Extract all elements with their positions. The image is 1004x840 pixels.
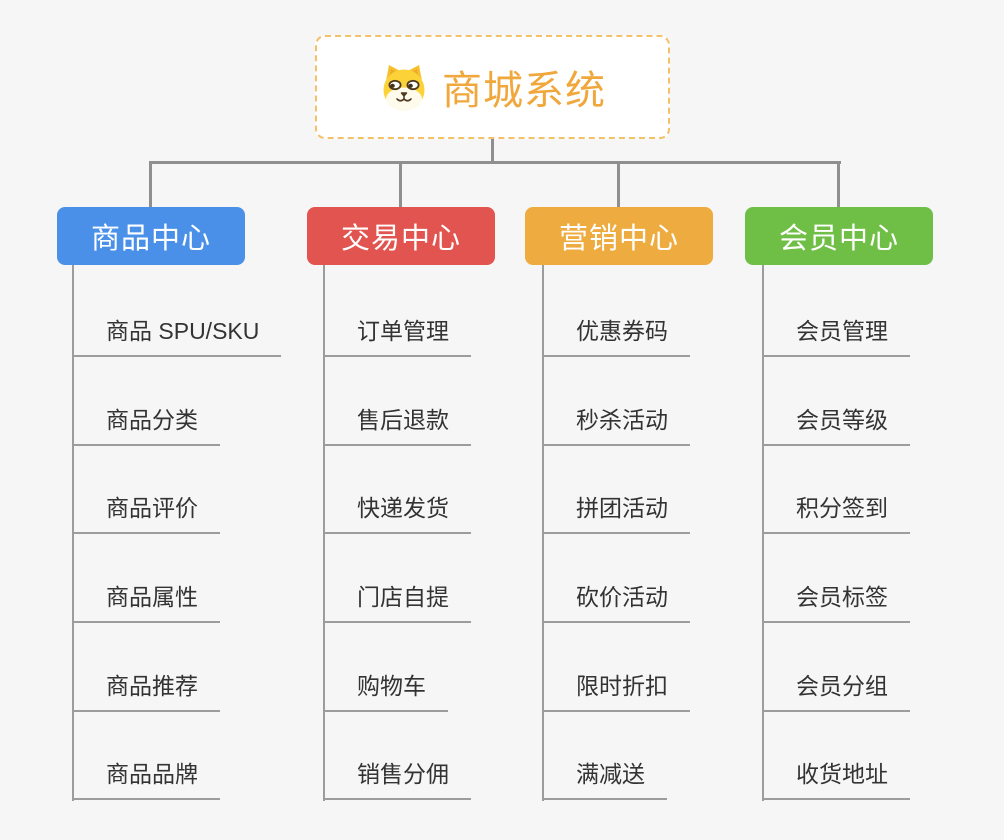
child-node[interactable]: 商品 SPU/SKU — [72, 316, 282, 357]
child-node[interactable]: 商品评价 — [72, 493, 220, 534]
child-node[interactable]: 购物车 — [323, 671, 448, 712]
branch-node-trade-center[interactable]: 交易中心 — [307, 207, 495, 265]
child-node[interactable]: 砍价活动 — [542, 582, 690, 623]
connector-drop-trade — [399, 162, 402, 207]
branch-node-member-center[interactable]: 会员中心 — [745, 207, 933, 265]
child-node[interactable]: 门店自提 — [323, 582, 471, 623]
child-node[interactable]: 订单管理 — [323, 316, 471, 357]
child-node[interactable]: 满减送 — [542, 759, 667, 800]
branch-children-trade-center: 订单管理 售后退款 快递发货 门店自提 购物车 销售分佣 — [323, 265, 573, 810]
connector-drop-marketing — [617, 162, 620, 207]
child-node[interactable]: 会员等级 — [762, 405, 910, 446]
branch-node-marketing-center[interactable]: 营销中心 — [525, 207, 713, 265]
branch-children-member-center: 会员管理 会员等级 积分签到 会员标签 会员分组 收货地址 — [762, 265, 1004, 810]
child-node[interactable]: 会员管理 — [762, 316, 910, 357]
root-node[interactable]: 商城系统 — [315, 35, 670, 139]
child-node[interactable]: 优惠券码 — [542, 316, 690, 357]
child-node[interactable]: 快递发货 — [323, 493, 471, 534]
child-node[interactable]: 销售分佣 — [323, 759, 471, 800]
connector-drop-product — [149, 162, 152, 207]
connector-root-drop — [491, 139, 494, 162]
root-title: 商城系统 — [442, 69, 606, 113]
child-node[interactable]: 拼团活动 — [542, 493, 690, 534]
child-node[interactable]: 积分签到 — [762, 493, 910, 534]
child-node[interactable]: 商品推荐 — [72, 671, 220, 712]
child-node[interactable]: 会员标签 — [762, 582, 910, 623]
branch-node-product-center[interactable]: 商品中心 — [57, 207, 245, 265]
connector-drop-member — [837, 162, 840, 207]
branch-children-product-center: 商品 SPU/SKU 商品分类 商品评价 商品属性 商品推荐 商品品牌 — [72, 265, 322, 810]
child-node[interactable]: 商品属性 — [72, 582, 220, 623]
child-node[interactable]: 秒杀活动 — [542, 405, 690, 446]
child-node[interactable]: 商品分类 — [72, 405, 220, 446]
child-node[interactable]: 限时折扣 — [542, 671, 690, 712]
child-node[interactable]: 收货地址 — [762, 759, 910, 800]
branch-children-marketing-center: 优惠券码 秒杀活动 拼团活动 砍价活动 限时折扣 满减送 — [542, 265, 792, 810]
child-node[interactable]: 商品品牌 — [72, 759, 220, 800]
connector-horizontal-bus — [149, 161, 841, 164]
shiba-dog-icon — [383, 65, 425, 111]
child-node[interactable]: 会员分组 — [762, 671, 910, 712]
child-node[interactable]: 售后退款 — [323, 405, 471, 446]
